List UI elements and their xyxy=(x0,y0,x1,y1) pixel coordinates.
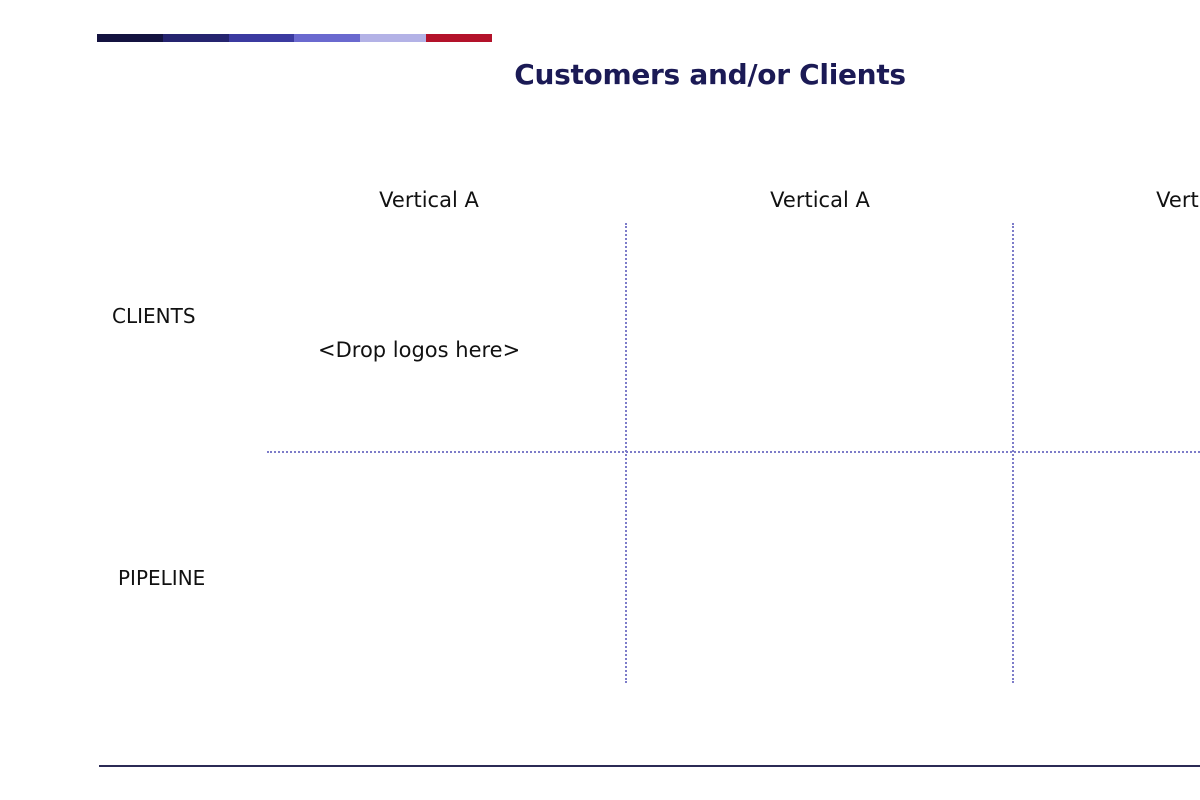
logo-drop-placeholder[interactable]: <Drop logos here> xyxy=(318,338,521,362)
column-divider-2 xyxy=(1012,223,1014,683)
column-header-3: Vertical A xyxy=(1156,188,1200,212)
accent-segment xyxy=(228,34,295,42)
accent-segment xyxy=(97,34,163,42)
column-divider-1 xyxy=(625,223,627,683)
accent-segment xyxy=(360,34,427,42)
column-header-2: Vertical A xyxy=(770,188,870,212)
accent-segment xyxy=(426,34,492,42)
accent-segment xyxy=(162,34,229,42)
footer-rule xyxy=(99,765,1200,767)
accent-segment xyxy=(294,34,361,42)
slide-title: Customers and/or Clients xyxy=(514,58,906,91)
row-label-pipeline: PIPELINE xyxy=(118,566,206,590)
accent-bar xyxy=(97,34,492,42)
row-divider xyxy=(267,451,1200,453)
row-label-clients: CLIENTS xyxy=(112,304,196,328)
column-header-1: Vertical A xyxy=(379,188,479,212)
